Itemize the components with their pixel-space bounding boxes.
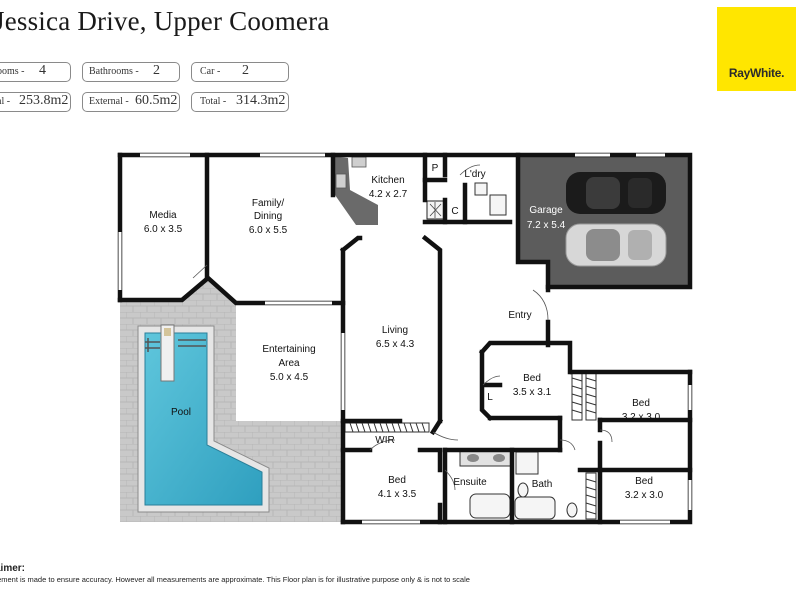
windows [118,153,692,524]
pool-label: Pool [171,407,191,418]
internal-area-stat: al - 253.8m2 [0,92,71,112]
ensuite-bathtub-icon [469,493,511,519]
total-area-stat: Total - 314.3m2 [191,92,289,112]
disclaimer-text: tement is made to ensure accuracy. Howev… [0,575,470,584]
wir-label: WIR [375,435,394,446]
robe-bed4 [585,472,597,520]
bed3-label: Bed [632,398,650,409]
pantry-label: P [432,163,439,174]
door-swings [192,164,613,491]
family-room-label-line1: Family/ [252,198,284,209]
fridge-icon [426,200,445,220]
laundry-tub-icon [474,182,488,196]
cupboard-label: C [451,206,458,217]
pool-ladder-left [145,338,160,352]
media-room-size: 6.0 x 3.5 [144,224,183,235]
kitchen-bench [333,156,378,225]
external-area-label: External - [89,96,129,107]
raywhite-logo: RayWhite. [717,7,796,91]
laundry-toilet-icon [489,194,507,216]
bed4-size: 3.2 x 3.0 [625,490,664,501]
bathrooms-stat: Bathrooms - 2 [82,62,180,82]
family-room-label-line2: Dining [254,211,282,222]
garage-label: Garage [529,205,563,216]
robe-bed2 [571,371,583,421]
entertaining-size: 5.0 x 4.5 [270,372,309,383]
entertaining-label-line2: Area [278,358,300,369]
wir-shelving [344,422,430,433]
car-silver-icon [565,223,667,267]
entertaining-area-floor [236,303,343,421]
kitchen-size: 4.2 x 2.7 [369,189,408,200]
bed4-label: Bed [635,476,653,487]
master-bed-label: Bed [388,475,406,486]
entry-label: Entry [508,310,531,321]
internal-area-label: al - [0,96,11,107]
robe-bed3 [585,371,597,421]
total-area-label: Total - [200,96,227,107]
living-size: 6.5 x 4.3 [376,339,415,350]
logo-text: RayWhite. [728,66,785,80]
kitchen-sink [351,156,367,168]
ensuite-toilet-icon [517,482,529,498]
external-area-value: 60.5m2 [135,93,178,108]
pool-ladder-right [178,339,206,347]
bed2-size: 3.5 x 3.1 [513,387,552,398]
bed3-size: 3.2 x 3.0 [622,412,661,423]
bath-bathtub-icon [514,496,556,520]
car-stat: Car - 2 [191,62,289,82]
bed2-label: Bed [523,373,541,384]
car-value: 2 [242,63,249,78]
linen-label: L [487,392,493,403]
bedrooms-stat: ooms - 4 [0,62,71,82]
pool-skimmer [164,328,171,336]
bath-shower-icon [515,451,539,475]
bath-label: Bath [532,479,553,490]
bedrooms-label: ooms - [0,66,25,77]
bedrooms-value: 4 [39,63,46,78]
bathrooms-label: Bathrooms - [89,66,139,77]
car-black-icon [566,172,666,214]
laundry-label: L'dry [464,169,485,180]
disclaimer-heading: aimer: [0,563,26,574]
garage-size: 7.2 x 5.4 [527,220,566,231]
family-room-size: 6.0 x 5.5 [249,225,288,236]
media-room-label: Media [149,210,177,221]
total-area-value: 314.3m2 [236,93,286,108]
entertaining-label-line1: Entertaining [262,344,315,355]
external-area-stat: External - 60.5m2 [82,92,180,112]
living-label: Living [382,325,408,336]
kitchen-cooktop [335,173,347,189]
ensuite-label: Ensuite [453,477,487,488]
master-bed-size: 4.1 x 3.5 [378,489,417,500]
bath-toilet-icon [566,502,578,518]
car-label: Car - [200,66,221,77]
ensuite-vanity-icon [459,449,513,467]
pool-steps [160,324,175,382]
internal-area-value: 253.8m2 [19,93,69,108]
bathrooms-value: 2 [153,63,160,78]
kitchen-label: Kitchen [371,175,404,186]
page-title: Jessica Drive, Upper Coomera [0,6,330,36]
